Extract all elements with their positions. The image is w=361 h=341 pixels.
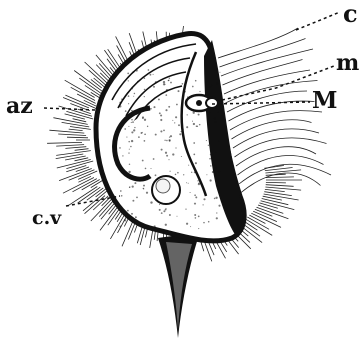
- label-cv: c.v: [32, 209, 61, 228]
- leader-c: [296, 12, 340, 30]
- label-m: m: [336, 52, 359, 74]
- nucleus: [186, 95, 218, 111]
- label-c: c: [343, 2, 358, 26]
- contractile-vacuole: [152, 176, 180, 204]
- leader-az: [44, 108, 96, 110]
- tail-highlight: [166, 242, 192, 330]
- label-az: az: [6, 95, 33, 117]
- label-M: M: [312, 89, 337, 112]
